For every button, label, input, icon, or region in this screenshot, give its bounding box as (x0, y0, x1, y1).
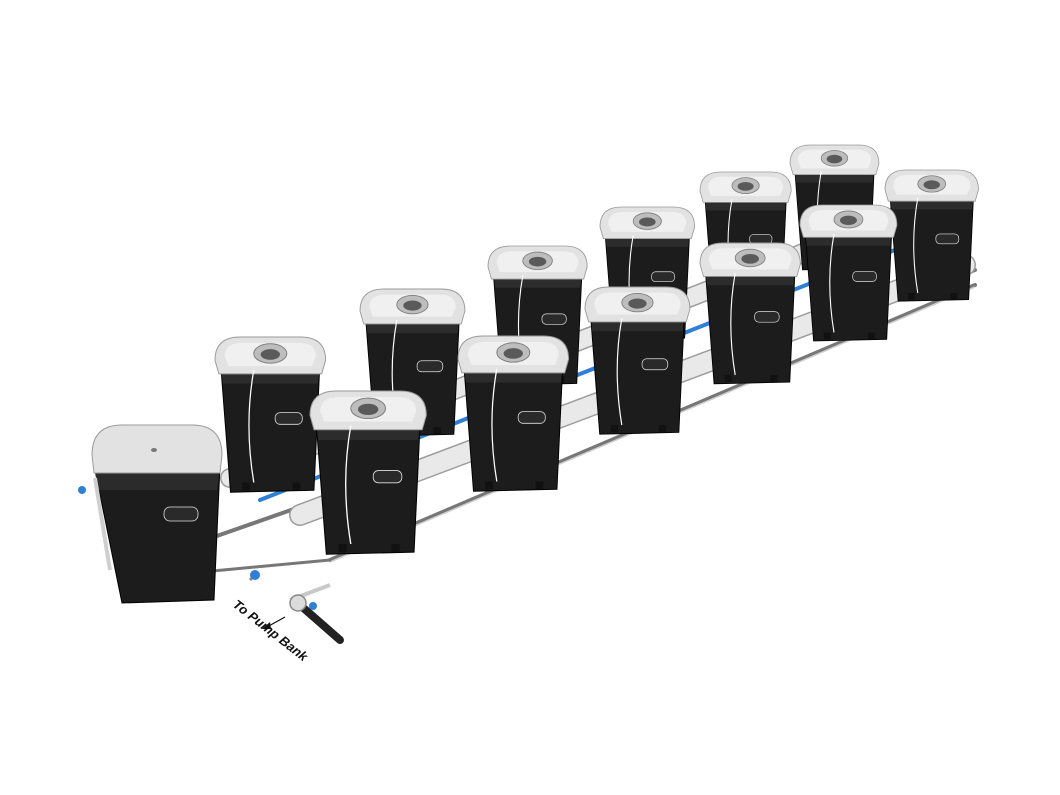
grow-bucket (799, 204, 898, 342)
grow-bucket (214, 336, 327, 493)
buckets-group (214, 144, 979, 555)
fitting-icon (78, 486, 86, 494)
brand-logo (416, 360, 444, 373)
brand-logo (749, 234, 773, 245)
pump-connection (248, 570, 344, 644)
ball-valve-icon (289, 594, 307, 612)
control-reservoir (91, 424, 223, 604)
grow-bucket (457, 335, 570, 492)
brand-logo (935, 233, 960, 245)
brand-logo (274, 412, 303, 425)
brand-logo (852, 270, 877, 282)
grow-bucket (309, 390, 427, 555)
valve-handle-icon (250, 570, 260, 580)
grow-bucket (699, 242, 801, 385)
brand-logo (651, 271, 676, 283)
brand-logo (372, 470, 403, 484)
grow-bucket (584, 286, 691, 435)
brand-logo (517, 411, 546, 424)
fill-line (78, 477, 112, 571)
grow-bucket (884, 169, 979, 302)
brand-logo (641, 358, 669, 371)
brand-logo (163, 506, 199, 522)
brand-logo (541, 313, 567, 325)
brand-logo (754, 311, 780, 323)
